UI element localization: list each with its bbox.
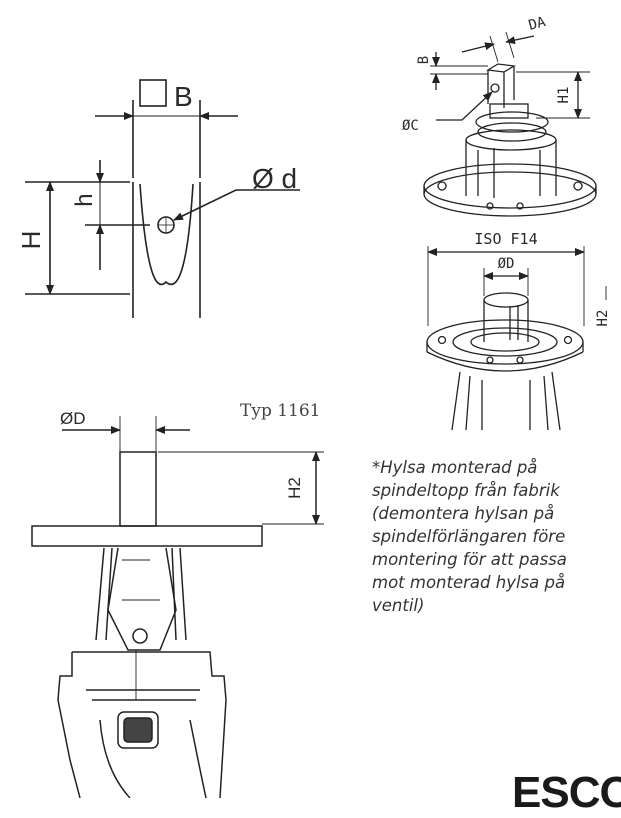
label-h-top: h: [71, 193, 98, 206]
note-line: spindelförlängaren före: [372, 527, 566, 546]
shaft-top: [486, 63, 516, 73]
shaft-end-detail: [25, 79, 300, 318]
flange-iso: [426, 319, 584, 365]
label-H2-left: H2: [285, 477, 304, 499]
type-label: Typ 1161: [240, 401, 321, 421]
note-line: spindeltopp från fabrik: [372, 481, 560, 500]
note-line: *Hylsa monterad på: [372, 458, 538, 477]
label-b-top: B: [174, 81, 193, 112]
spindle-stub: [119, 451, 157, 527]
label-H1: H1: [556, 87, 572, 104]
iso-flange-view: [426, 246, 607, 431]
assembly-note: *Hylsa monterad på spindeltopp från fabr…: [372, 456, 621, 617]
shaft-slot-profile: [139, 183, 194, 286]
label-iso: ISO F14: [474, 230, 537, 248]
note-line: ventil): [372, 596, 425, 615]
label-DA: DA: [527, 14, 548, 34]
label-H-top: H: [16, 231, 46, 250]
technical-drawing: B Ø d H h DA: [16, 14, 611, 798]
actuator-top-view: [423, 31, 597, 217]
flange-top: [423, 163, 597, 209]
label-b-right: B: [416, 56, 432, 64]
square-symbol: [139, 79, 167, 107]
leader-d: [173, 189, 300, 221]
brand-logo: ESCO: [512, 768, 621, 817]
label-H2-right: H2: [595, 310, 611, 327]
label-OC: ØC: [402, 118, 419, 134]
flange-plate: [31, 525, 263, 547]
label-OD-right: ØD: [498, 256, 515, 272]
note-line: montering för att passa: [372, 550, 567, 569]
label-OD-left: ØD: [60, 409, 86, 428]
valve-extension-view: [31, 416, 324, 798]
note-line: (demontera hylsan på: [372, 504, 555, 523]
note-line: mot monterad hylsa på: [372, 573, 566, 592]
shaft-outline: [132, 182, 201, 318]
label-d-top: Ø d: [252, 163, 297, 194]
